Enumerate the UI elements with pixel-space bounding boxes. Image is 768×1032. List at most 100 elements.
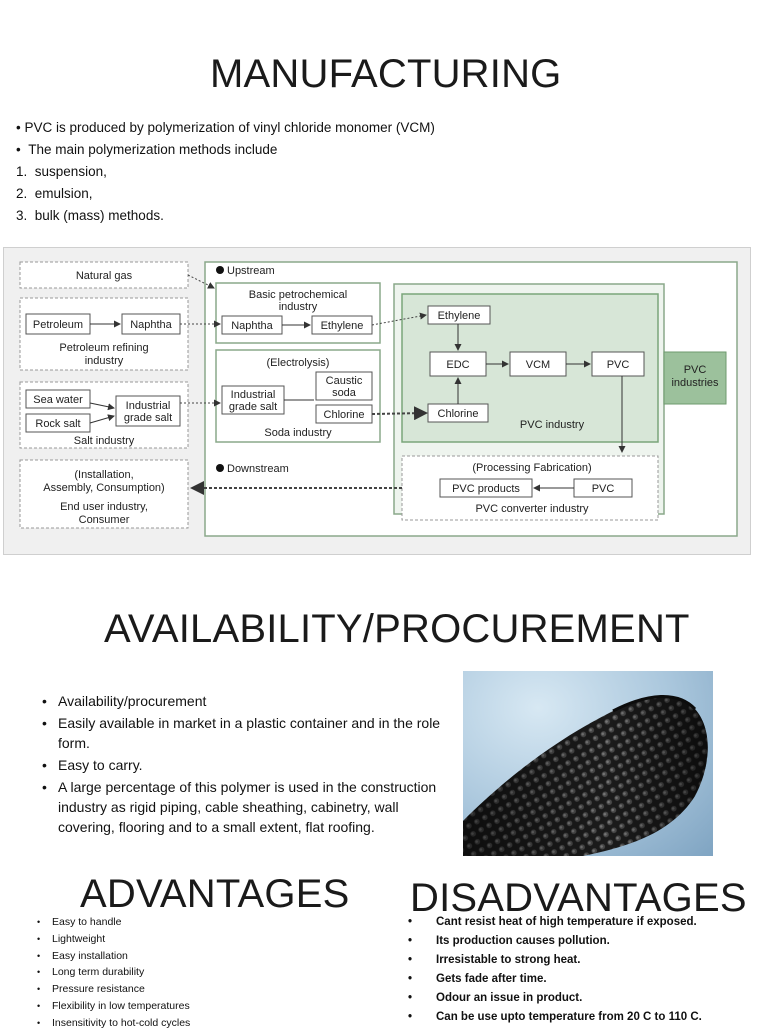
- pvc-label: PVC: [607, 359, 630, 371]
- installation-label-1: (Installation,: [74, 469, 133, 481]
- bullet-dot: •: [408, 935, 413, 947]
- pvc-membrane-photo: [463, 671, 713, 856]
- electrolysis-label: (Electrolysis): [267, 357, 330, 369]
- ethylene-right-box: [427, 305, 491, 325]
- bullet-dot: •: [37, 917, 41, 927]
- soda-industry-label: Soda industry: [264, 427, 332, 439]
- list-item: •A large percentage of this polymer is u…: [42, 779, 437, 835]
- end-user-label-2: Consumer: [79, 514, 130, 526]
- arrow: [371, 312, 427, 326]
- pvc-converter-pvc-label: PVC: [592, 483, 615, 495]
- petroleum-refining-label-1: Petroleum refining: [59, 342, 148, 354]
- sea-water-label: Sea water: [33, 394, 83, 406]
- list-item: •Insensitivity to hot-cold cycles: [34, 1015, 364, 1032]
- bullet-dot: •: [408, 916, 413, 928]
- list-item: •Flexibility in low temperatures: [34, 998, 364, 1015]
- pvc-products-box: [439, 478, 533, 498]
- chlorine-mid-label: Chlorine: [324, 409, 365, 421]
- sea-water-box: [25, 389, 91, 409]
- arrow: [89, 414, 115, 424]
- ethylene-right-label: Ethylene: [438, 310, 481, 322]
- end-user-label-1: End user industry,: [60, 501, 148, 513]
- edc-label: EDC: [446, 359, 469, 371]
- chlorine-right-label: Chlorine: [438, 408, 479, 420]
- arrow: [187, 274, 215, 289]
- naphtha-left-label: Naphtha: [130, 319, 172, 331]
- pvc-products-label: PVC products: [452, 483, 520, 495]
- bullet-dot: •: [408, 954, 413, 966]
- caustic-label-1: Caustic: [326, 375, 363, 387]
- salt-industry-label: Salt industry: [74, 435, 135, 447]
- pvc-industries-box: [663, 351, 727, 405]
- list-item: • Gets fade after time.: [404, 970, 764, 989]
- list-item: 2. emulsion,: [16, 186, 93, 201]
- list-item: •Long term durability: [34, 964, 364, 981]
- disadvantages-title: DISADVANTAGES: [410, 876, 747, 920]
- bullet-dot: •: [42, 779, 47, 795]
- list-item: •Easy to carry.: [42, 757, 143, 773]
- list-item: •Odour an issue in product.: [404, 989, 764, 1008]
- bullet-dot: •: [408, 1011, 413, 1023]
- bullet-dot: •: [37, 984, 41, 995]
- list-item: 3. bulk (mass) methods.: [16, 208, 164, 223]
- industrial-grade-label-2: grade salt: [124, 412, 172, 424]
- pvc-industry-label: PVC industry: [520, 419, 585, 431]
- industrial-salt-label-2: grade salt: [229, 401, 277, 413]
- bullet-dot: •: [37, 950, 41, 961]
- advantages-list: •Easy to handle •Lightweight •Easy insta…: [34, 914, 364, 1032]
- caustic-label-2: soda: [332, 387, 357, 399]
- installation-label-2: Assembly, Consumption): [43, 482, 164, 494]
- bullet-dot: •: [37, 967, 41, 978]
- petroleum-refining-label-2: industry: [85, 355, 124, 367]
- upstream-label: Upstream: [227, 265, 275, 277]
- ethylene-mid-label: Ethylene: [321, 320, 364, 332]
- bullet-dot: •: [42, 757, 47, 773]
- bullet-dot: •: [16, 120, 25, 135]
- industrial-salt-label-1: Industrial: [231, 389, 276, 401]
- list-item: •Easily available in market in a plastic…: [42, 715, 441, 751]
- list-item: • The main polymerization methods includ…: [16, 142, 278, 157]
- arrow: [371, 406, 428, 421]
- bullet-dot: •: [408, 992, 413, 1004]
- manufacturing-list: • PVC is produced by polymerization of v…: [16, 117, 616, 227]
- end-user-box: [19, 459, 189, 529]
- industrial-grade-label-1: Industrial: [126, 400, 171, 412]
- pvc-converter-label: PVC converter industry: [475, 503, 589, 515]
- rock-salt-label: Rock salt: [35, 418, 80, 430]
- pvc-product-box: [591, 351, 645, 377]
- list-item: •Its production causes pollution.: [404, 932, 764, 951]
- bullet-dot: •: [37, 1017, 41, 1028]
- pvc-industries-label-1: PVC: [684, 364, 707, 376]
- upstream-dot: [216, 266, 224, 274]
- edc-box: [429, 351, 487, 377]
- bullet-dot: •: [408, 973, 413, 985]
- bullet-dot: •: [16, 142, 29, 157]
- downstream-label: Downstream: [227, 463, 289, 475]
- bullet-dot: •: [37, 933, 41, 944]
- manufacturing-title: MANUFACTURING: [210, 52, 562, 96]
- bullet-dot: •: [37, 1000, 41, 1011]
- list-item: •Availability/procurement: [42, 693, 207, 709]
- list-item: •Easy installation: [34, 948, 364, 965]
- naphtha-mid-label: Naphtha: [231, 320, 273, 332]
- bullet-dot: •: [42, 715, 47, 731]
- pvc-process-diagram: Natural gas Petroleum Naphtha Petroleum …: [3, 247, 751, 555]
- list-item: •Lightweight: [34, 931, 364, 948]
- advantages-title: ADVANTAGES: [80, 872, 350, 916]
- bullet-dot: •: [42, 693, 47, 709]
- basic-petro-label-2: industry: [279, 301, 318, 313]
- list-item: •Pressure resistance: [34, 981, 364, 998]
- natural-gas-box: [19, 261, 189, 289]
- list-item: • PVC is produced by polymerization of v…: [16, 120, 435, 135]
- list-item: 1. suspension,: [16, 164, 107, 179]
- petroleum-label: Petroleum: [33, 319, 83, 331]
- natural-gas-label: Natural gas: [76, 270, 133, 282]
- basic-petro-label-1: Basic petrochemical: [249, 289, 347, 301]
- list-item: • Irresistable to strong heat.: [404, 951, 764, 970]
- list-item: •Easy to handle: [34, 914, 364, 931]
- industrial-grade-salt-box: [115, 395, 181, 427]
- list-item: •Cant resist heat of high temperature if…: [404, 913, 764, 932]
- vcm-label: VCM: [526, 359, 550, 371]
- list-item: • Can be use upto temperature from 20 C …: [404, 1008, 764, 1027]
- processing-label: (Processing Fabrication): [472, 462, 591, 474]
